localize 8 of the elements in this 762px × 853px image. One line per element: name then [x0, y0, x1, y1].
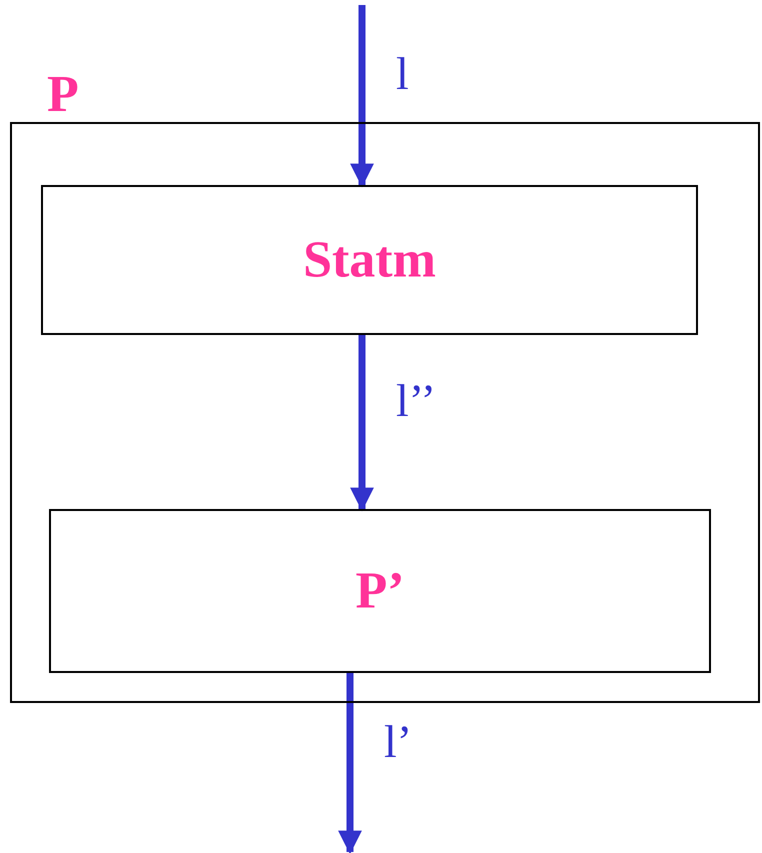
box-label: P’ — [354, 562, 406, 620]
process-box — [41, 185, 698, 335]
box-heading: P — [47, 66, 79, 124]
arrow — [350, 5, 374, 188]
box-label: Statm — [302, 231, 437, 289]
process-box — [49, 509, 711, 673]
arrow — [338, 673, 362, 853]
arrow — [350, 335, 374, 512]
